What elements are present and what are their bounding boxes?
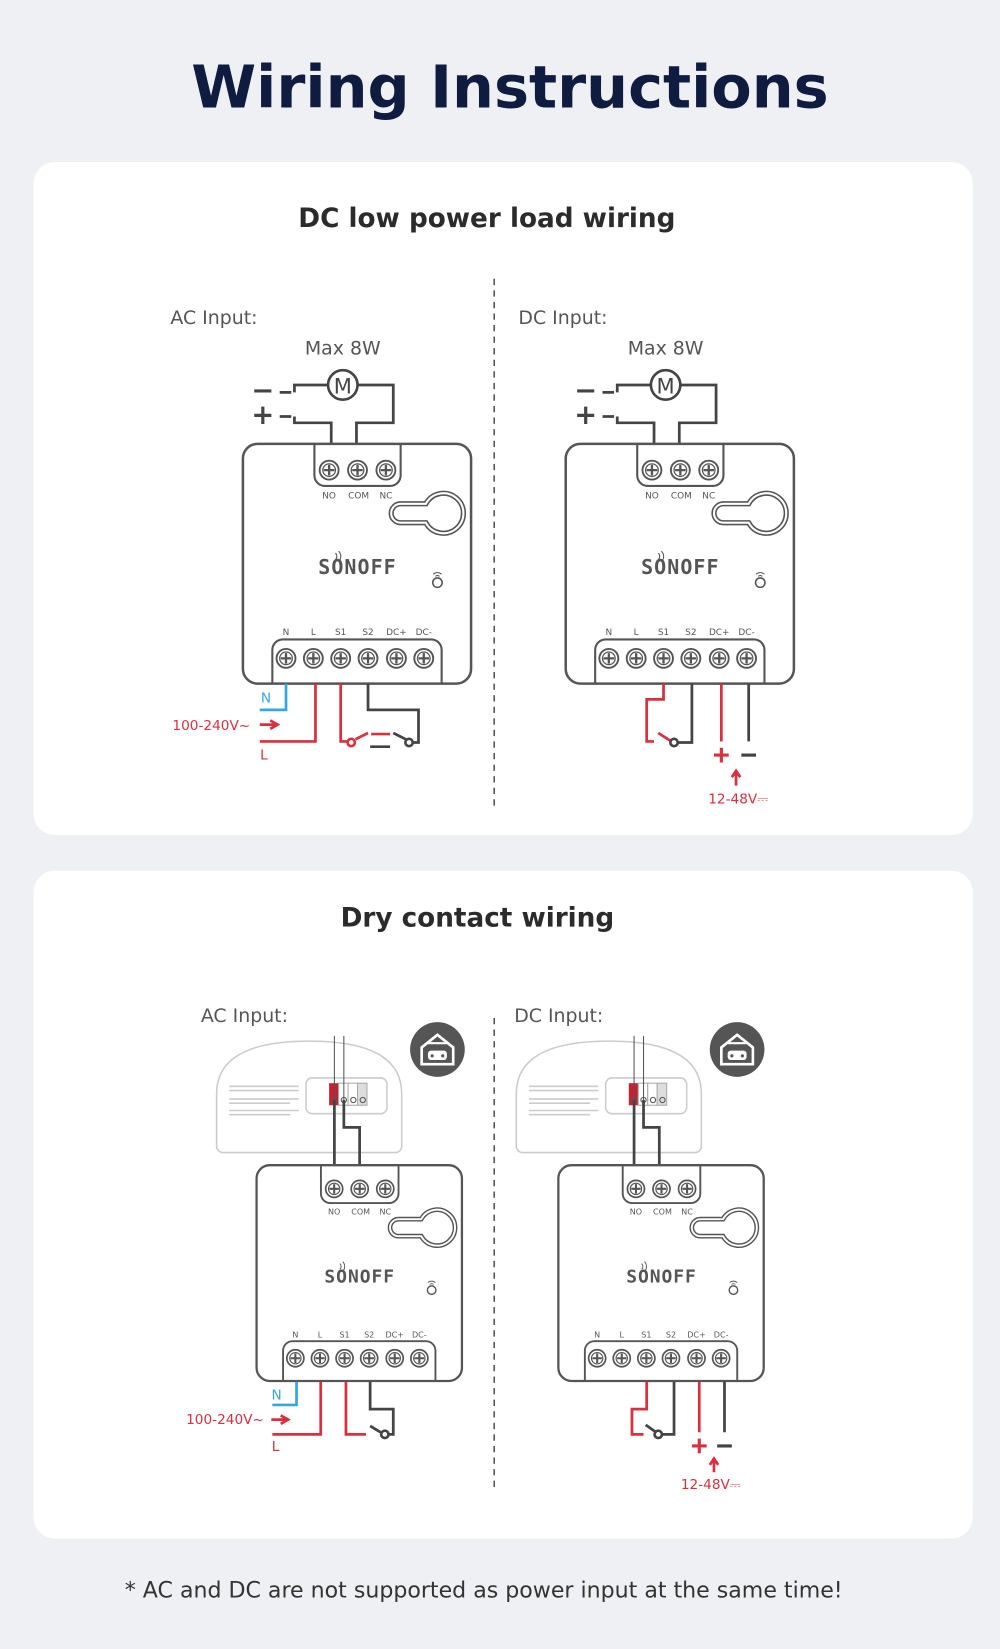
section-title: DC low power load wiring xyxy=(298,204,675,234)
garage-opener-unit xyxy=(515,1035,703,1154)
terminal-label-s2: S2 xyxy=(362,628,373,638)
terminal-label-s1: S1 xyxy=(335,628,346,638)
load-label: Max 8W xyxy=(305,337,381,359)
garage-opener-unit xyxy=(215,1035,403,1154)
diagram-dc-dry: DC Input: NO COM NC SONOFF N L S1 S2 DC+… xyxy=(514,1005,766,1493)
terminal-label-com: COM xyxy=(671,492,692,502)
terminal-label-dc-minus: DC- xyxy=(738,628,754,638)
terminal-label-s1: S1 xyxy=(658,628,669,638)
terminal-label-l: L xyxy=(634,628,639,638)
card-dc-low-power xyxy=(33,162,973,836)
sonoff-logo: SONOFF xyxy=(641,555,719,579)
card-dry-contact xyxy=(33,870,973,1539)
motor-label: M xyxy=(334,373,352,398)
terminal-label-dc-plus: DC+ xyxy=(687,1330,706,1339)
motor-icon xyxy=(326,368,359,401)
terminal-label-dc-minus: DC- xyxy=(416,628,432,638)
footnote: * AC and DC are not supported as power i… xyxy=(125,1578,843,1603)
terminal-label-no: NO xyxy=(630,1207,642,1216)
dc-voltage-label: 12-48V⎓ xyxy=(708,791,768,807)
terminal-label-n: N xyxy=(594,1330,600,1339)
terminal-label-s2: S2 xyxy=(364,1330,374,1339)
terminal-label-l: L xyxy=(311,628,316,638)
diagram-ac-load: AC Input: Max 8W − + M NO COM NC SONOFF … xyxy=(170,307,473,763)
ac-voltage-label: 100-240V~ xyxy=(186,1412,264,1428)
terminal-label-dc-minus: DC- xyxy=(714,1330,729,1339)
section-title: Dry contact wiring xyxy=(341,903,615,933)
terminal-label-n: N xyxy=(292,1330,298,1339)
page-title: Wiring Instructions xyxy=(191,52,828,121)
terminal-label-com: COM xyxy=(351,1207,370,1216)
terminal-label-nc: NC xyxy=(379,492,392,502)
garage-door-icon xyxy=(708,1020,766,1079)
terminal-label-no: NO xyxy=(328,1207,340,1216)
sonoff-logo: SONOFF xyxy=(324,1267,395,1288)
plus-sign: + xyxy=(574,400,597,431)
ac-voltage-label: 100-240V~ xyxy=(172,718,250,734)
terminal-label-no: NO xyxy=(645,492,659,502)
terminal-label-l: L xyxy=(318,1330,323,1339)
terminal-label-nc: NC xyxy=(702,492,715,502)
sonoff-device: NO COM NC SONOFF N L S1 S2 DC+ DC- xyxy=(557,1164,765,1383)
terminal-label-com: COM xyxy=(348,492,369,502)
garage-door-icon xyxy=(408,1020,467,1079)
terminal-label-no: NO xyxy=(322,492,336,502)
terminal-label-s1: S1 xyxy=(641,1330,651,1339)
diagram-ac-dry: AC Input: NO COM NC SONOFF N L S1 S2 DC+… xyxy=(186,1005,467,1455)
diagram-dc-load: DC Input: Max 8W − + M NO COM NC SONOFF … xyxy=(518,307,796,807)
terminal-label-n: N xyxy=(605,628,612,638)
minus-sign: − xyxy=(251,376,274,407)
input-label: AC Input: xyxy=(201,1005,288,1027)
terminal-label-s2: S2 xyxy=(666,1330,676,1339)
terminal-label-nc: NC xyxy=(379,1207,391,1216)
live-label: L xyxy=(260,747,268,763)
sonoff-device: NO COM NC SONOFF N L S1 S2 DC+ DC- xyxy=(255,1164,464,1383)
sonoff-logo: SONOFF xyxy=(626,1267,697,1288)
terminal-label-dc-plus: DC+ xyxy=(385,1330,404,1339)
terminal-label-s1: S1 xyxy=(339,1330,349,1339)
live-label: L xyxy=(272,1439,280,1455)
pair-button xyxy=(754,577,766,589)
sonoff-device: NO COM NC SONOFF N L S1 S2 DC+ DC- xyxy=(241,442,473,685)
input-label: DC Input: xyxy=(518,307,607,329)
terminal-label-l: L xyxy=(620,1330,625,1339)
minus-sign: − xyxy=(574,376,597,407)
pair-button xyxy=(426,1285,437,1296)
terminal-label-s2: S2 xyxy=(685,628,696,638)
terminal-label-dc-plus: DC+ xyxy=(709,628,730,638)
sonoff-logo: SONOFF xyxy=(318,555,396,579)
input-label: DC Input: xyxy=(514,1005,603,1027)
motor-icon xyxy=(649,368,682,401)
motor-label: M xyxy=(657,373,675,398)
terminal-label-dc-plus: DC+ xyxy=(386,628,407,638)
plus-sign: + xyxy=(251,400,274,431)
neutral-label: N xyxy=(271,1388,281,1404)
dc-voltage-label: 12-48V⎓ xyxy=(681,1477,741,1493)
load-label: Max 8W xyxy=(628,337,704,359)
terminal-label-com: COM xyxy=(653,1207,672,1216)
pair-button xyxy=(728,1285,739,1296)
pair-button xyxy=(431,577,443,589)
input-label: AC Input: xyxy=(170,307,257,329)
terminal-label-n: N xyxy=(283,628,290,638)
sonoff-device: NO COM NC SONOFF N L S1 S2 DC+ DC- xyxy=(564,442,796,685)
neutral-label: N xyxy=(261,691,271,707)
terminal-label-dc-minus: DC- xyxy=(412,1330,427,1339)
terminal-label-nc: NC xyxy=(681,1207,693,1216)
